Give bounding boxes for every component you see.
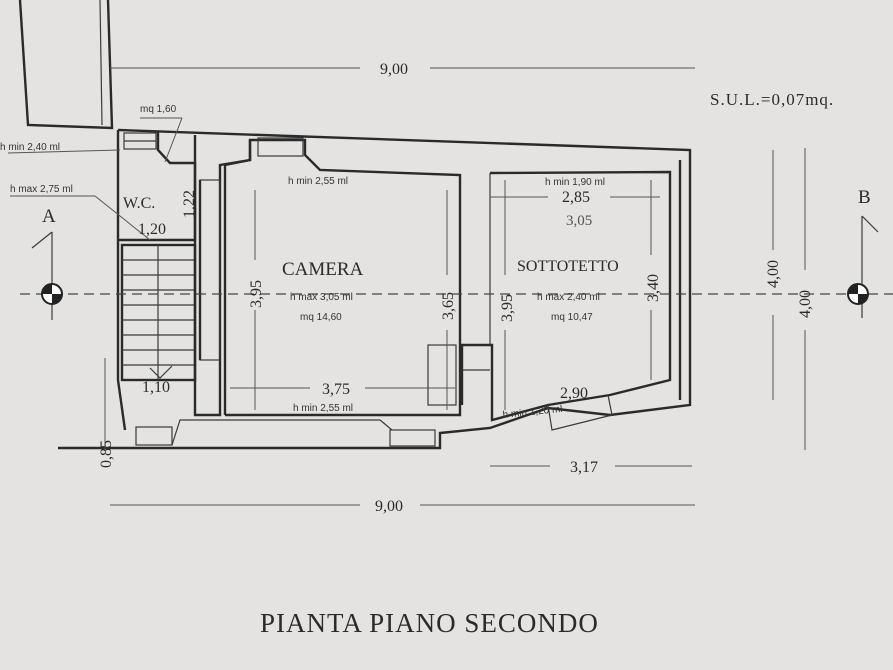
camera-h-min-bottom: h min 2,55 ml — [293, 403, 353, 414]
dimension-top-total: 9,00 — [380, 61, 408, 78]
sottotetto-width-top: 2,85 — [562, 189, 590, 206]
partition-wall — [193, 135, 252, 417]
wc-room — [118, 132, 197, 242]
camera-depth-right: 3,65 — [440, 292, 457, 320]
adjacent-wall-inner — [99, 0, 103, 126]
camera-room — [135, 137, 462, 447]
dimension-right-inner: 4,00 — [765, 260, 782, 288]
camera-depth-left: 3,95 — [248, 280, 265, 308]
sottotetto-depth-left: 3,95 — [499, 294, 516, 322]
wc-name: W.C. — [123, 195, 155, 212]
section-marker-a: A — [31, 206, 63, 320]
sul-label: S.U.L.=0,07mq. — [710, 90, 834, 109]
sottotetto-h-min-top: h min 1,90 ml — [545, 177, 605, 188]
wc-area: mq 1,60 — [140, 104, 177, 115]
dimension-right-outer: 4,00 — [797, 290, 814, 318]
stair-width: 1,10 — [142, 379, 170, 396]
sottotetto-width-bottom: 2,90 — [560, 385, 588, 402]
dimension-left-bottom: 0,85 — [98, 440, 115, 468]
camera-area: mq 14,60 — [300, 312, 342, 323]
sottotetto-room — [460, 170, 672, 431]
sottotetto-depth-right: 3,40 — [645, 274, 662, 302]
staircase — [120, 243, 197, 382]
wc-h-min: h min 2,40 ml — [0, 142, 60, 153]
sottotetto-area: mq 10,47 — [551, 312, 593, 323]
adjacent-building-wall — [18, 0, 114, 130]
section-label-a: A — [42, 206, 56, 227]
dimension-lines — [7, 67, 806, 506]
sottotetto-width-top-2: 3,05 — [566, 213, 592, 229]
camera-name: CAMERA — [282, 259, 364, 280]
plan-title: PIANTA PIANO SECONDO — [260, 608, 599, 638]
sottotetto-h-max: h max 2,40 ml — [537, 292, 600, 303]
camera-h-max: h max 3,05 ml — [290, 292, 353, 303]
wc-h-max: h max 2,75 ml — [10, 184, 73, 195]
camera-width: 3,75 — [322, 381, 350, 398]
wc-width: 1,20 — [138, 221, 166, 238]
dimension-bottom-right: 3,17 — [570, 459, 598, 476]
dimension-bottom-total: 9,00 — [375, 498, 403, 515]
section-label-b: B — [858, 187, 871, 208]
camera-h-min-top: h min 2,55 ml — [288, 176, 348, 187]
wc-depth: 1,22 — [181, 190, 198, 218]
section-marker-b: B — [847, 187, 879, 318]
sottotetto-name: SOTTOTETTO — [517, 258, 619, 275]
sottotetto-h-min-bottom: h min 1,20 ml — [502, 404, 563, 421]
